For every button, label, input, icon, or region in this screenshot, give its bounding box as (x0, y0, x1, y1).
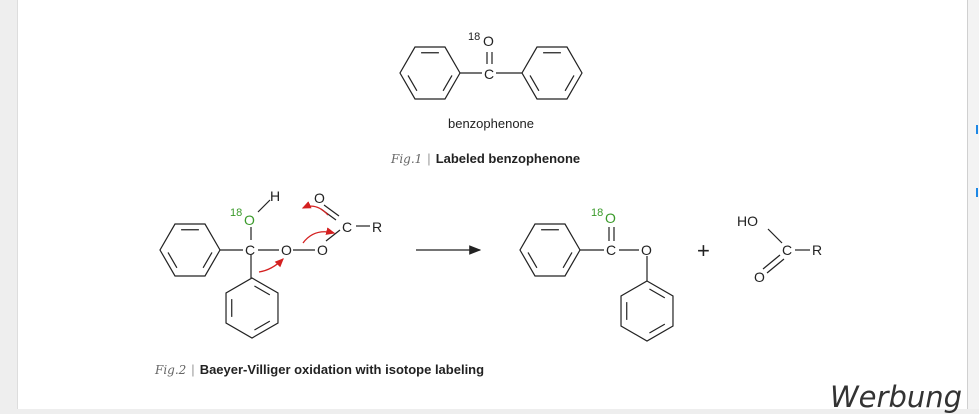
electron-arrows (258, 201, 336, 273)
figure-title: Labeled benzophenone (435, 151, 581, 166)
r-group: R (372, 219, 382, 235)
aromatic-double-bond (649, 323, 666, 334)
aromatic-double-bond (529, 75, 540, 92)
bond (257, 199, 271, 213)
aromatic-double-bond (254, 285, 271, 296)
hydroxyl-group: HO (737, 213, 758, 229)
bond (767, 228, 783, 244)
peroxide-oxygen-atom: O (281, 242, 292, 258)
hydrogen-atom: H (270, 188, 280, 204)
carbonyl-double-bond (766, 258, 785, 274)
aromatic-double-bond (562, 252, 573, 269)
isotope-label: 18 (468, 31, 480, 43)
isotope-label: 18 (591, 207, 603, 219)
labeled-oxygen-atom: O (605, 210, 616, 226)
compound-label: benzophenone (448, 116, 534, 131)
figure-1-caption: Fig.1 | Labeled benzophenone (391, 151, 580, 166)
aromatic-double-bond (527, 252, 538, 269)
acid-oxygen-atom: O (754, 269, 765, 285)
aromatic-double-bond (649, 288, 666, 299)
article-content (17, 0, 968, 409)
acid-carbon-atom: C (782, 242, 792, 258)
plus-sign: + (697, 238, 710, 263)
carbon-atom: C (484, 66, 494, 82)
labeled-oxygen-atom: O (244, 212, 255, 228)
isotope-label: 18 (230, 207, 242, 219)
figure-title: Baeyer-Villiger oxidation with isotope l… (199, 362, 485, 377)
aromatic-double-bond (202, 252, 213, 269)
caption-separator: | (427, 151, 431, 166)
figure-number: Fig.2 (155, 363, 187, 377)
oxygen-atom: O (483, 33, 494, 49)
aromatic-double-bond (167, 252, 178, 269)
bond (325, 229, 341, 242)
carbonyl-double-bond (762, 254, 781, 270)
aromatic-double-bond (442, 75, 453, 92)
benzene-ring-right (521, 46, 583, 100)
caption-separator: | (191, 362, 195, 377)
carbonyl-carbon-atom: C (342, 219, 352, 235)
figure-2-caption: Fig.2 | Baeyer-Villiger oxidation with iso… (155, 362, 484, 377)
rail-marker (976, 188, 978, 197)
benzene-ring (519, 223, 581, 277)
bond-lines (159, 46, 810, 342)
carbonyl-oxygen-atom: O (314, 190, 325, 206)
carbon-atom: C (245, 242, 255, 258)
carbonyl-double-bond (323, 204, 340, 217)
aromatic-double-bond (254, 320, 271, 331)
figure-number: Fig.1 (391, 152, 423, 166)
benzene-ring (620, 280, 674, 342)
rail-marker (976, 125, 978, 134)
right-scroll-rail[interactable] (967, 0, 979, 409)
peroxide-oxygen-atom: O (317, 242, 328, 258)
benzene-ring (225, 277, 279, 339)
ester-oxygen-atom: O (641, 242, 652, 258)
aromatic-double-bond (407, 75, 418, 92)
advertisement-label: Werbung (830, 380, 963, 414)
aromatic-double-bond (564, 75, 575, 92)
benzene-ring-left (399, 46, 461, 100)
benzene-ring (159, 223, 221, 277)
r-group: R (812, 242, 822, 258)
ester-carbon-atom: C (606, 242, 616, 258)
